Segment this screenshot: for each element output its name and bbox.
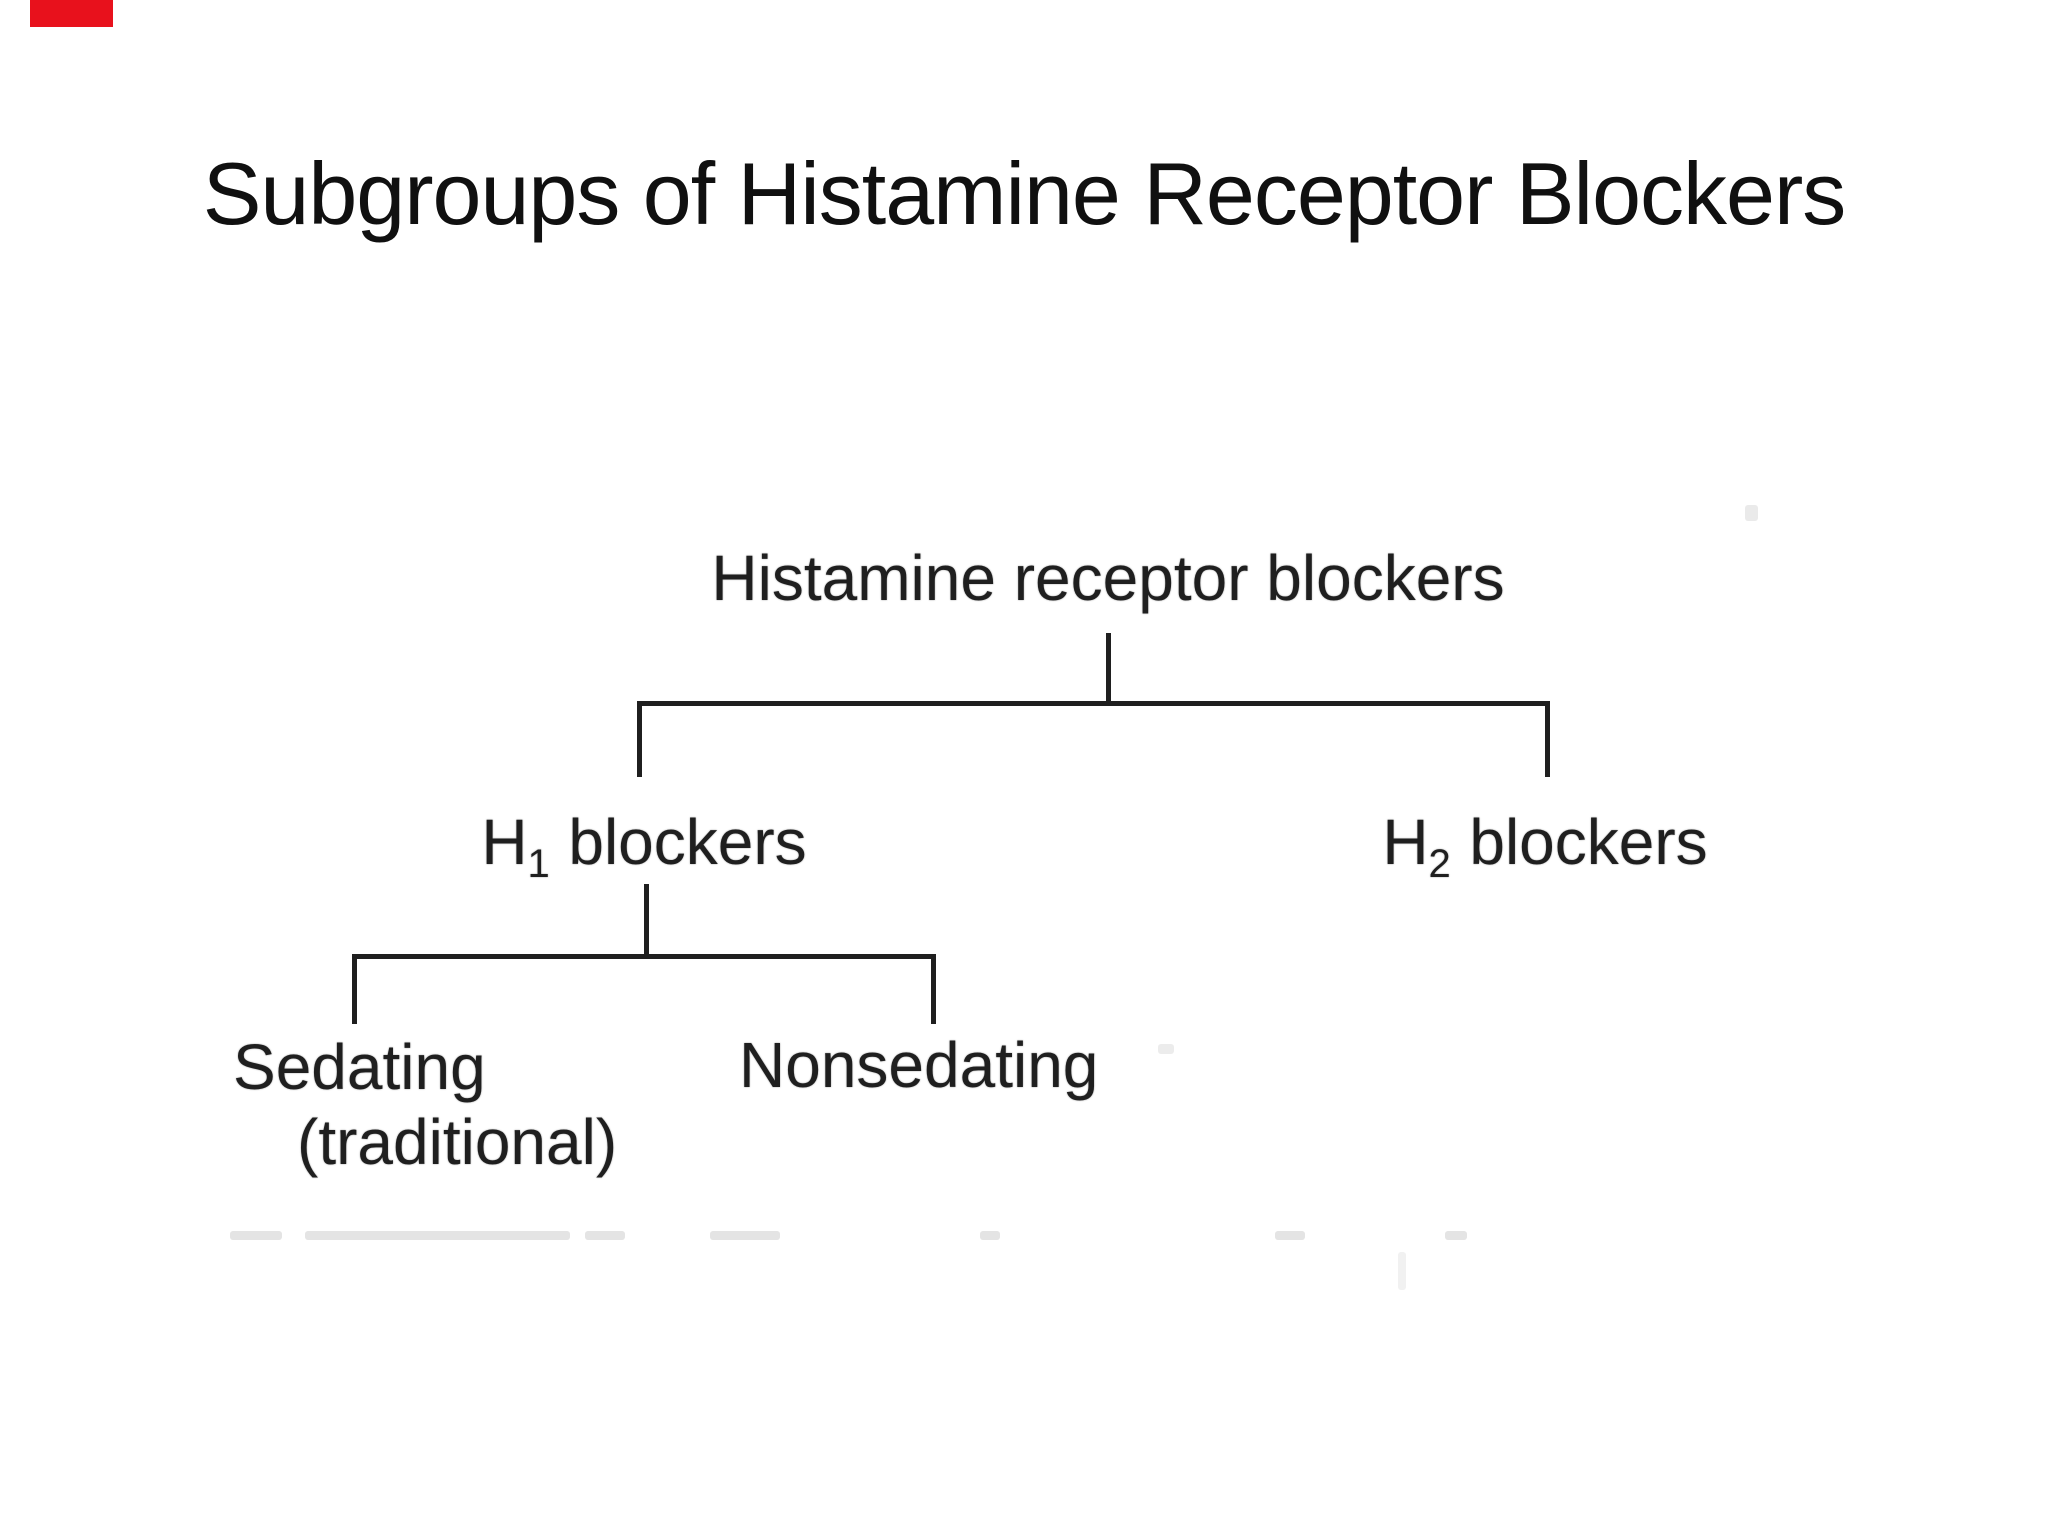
red-corner-mark	[30, 0, 113, 27]
diagram-node-root: Histamine receptor blockers	[711, 542, 1505, 614]
scan-artifact-upper-right	[1745, 505, 1758, 521]
connector-lower-right-drop	[931, 954, 936, 1024]
diagram-node-nonsedating: Nonsedating	[739, 1029, 1099, 1101]
h1-label-rest: blockers	[568, 806, 807, 878]
connector-h1-stub	[644, 884, 649, 958]
scan-streak-segment	[230, 1231, 282, 1240]
diagram-node-sedating: Sedating	[233, 1031, 486, 1103]
connector-top-horizontal	[637, 701, 1550, 706]
connector-top-right-drop	[1545, 701, 1550, 777]
scan-streak-segment	[305, 1231, 570, 1240]
h2-label-rest: blockers	[1469, 806, 1708, 878]
connector-lower-horizontal	[352, 954, 936, 959]
scan-streak-segment	[1445, 1231, 1467, 1240]
h1-subscript: 1	[527, 842, 550, 886]
connector-lower-left-drop	[352, 954, 357, 1024]
scan-artifact-right-of-nonsedating	[1158, 1044, 1174, 1054]
h2-subscript: 2	[1428, 842, 1451, 886]
scan-streak-segment	[1275, 1231, 1305, 1240]
connector-top-left-drop	[637, 701, 642, 777]
scan-streak-segment	[585, 1231, 625, 1240]
scan-streak-segment	[980, 1231, 1000, 1240]
h1-symbol: H	[481, 806, 528, 878]
connector-root-stub	[1106, 633, 1111, 705]
page-title: Subgroups of Histamine Receptor Blockers	[202, 144, 1847, 243]
h2-symbol: H	[1382, 806, 1429, 878]
scan-streak-segment	[710, 1231, 780, 1240]
diagram-node-sedating-qualifier: (traditional)	[297, 1106, 618, 1178]
scan-artifact-lower-right	[1398, 1252, 1406, 1290]
